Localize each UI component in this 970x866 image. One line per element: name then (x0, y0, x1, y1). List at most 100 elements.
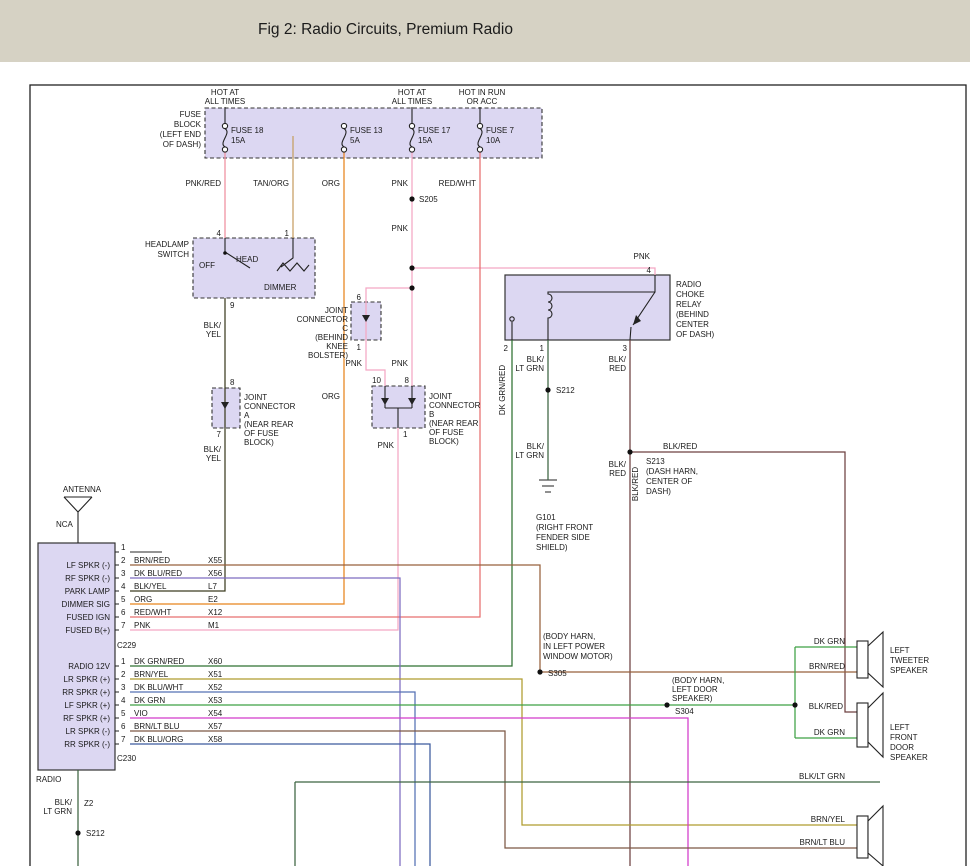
radio-pin-function: RF SPKR (-) (65, 574, 110, 583)
splice-label-s213: S213 (646, 457, 665, 466)
wire-name: DK BLU/ORG (134, 735, 183, 744)
joint-connector-c-label: (BEHIND (315, 333, 348, 342)
fuse7-element (477, 128, 483, 148)
radio-pin-function: RF SPKR (+) (63, 714, 110, 723)
splice-label-s212: S212 (556, 386, 575, 395)
fuse17-top (408, 122, 416, 130)
joint-connector-a-label: BLOCK) (244, 438, 274, 447)
wire-label: RED/WHT (439, 179, 476, 188)
speaker-magnet (856, 702, 869, 748)
pin-number: 4 (217, 229, 222, 238)
joint-connector-c-label: JOINT (325, 306, 348, 315)
wire-red-wht (130, 152, 481, 618)
speaker-magnet (856, 640, 869, 679)
headlamp-switch-box (192, 237, 316, 299)
fuse-rating: 15A (231, 136, 246, 145)
relay-label: RELAY (676, 300, 702, 309)
antenna-nca-label: NCA (56, 520, 74, 529)
wire-dk-blu-wht (130, 691, 416, 866)
fuse-block-label: BLOCK (174, 120, 202, 129)
connector-c-terminal (362, 315, 370, 322)
pin-number: 4 (121, 582, 126, 591)
splice-s213-dot (627, 449, 633, 455)
hot-label: HOT AT (211, 88, 239, 97)
joint-connector-a-label: (NEAR REAR (244, 420, 294, 429)
hot-label: OR ACC (467, 97, 498, 106)
fuse-block-label: (LEFT END (160, 130, 201, 139)
circuit-code: X58 (208, 735, 223, 744)
splice-label-s304: SPEAKER) (672, 694, 713, 703)
relay-label: OF DASH) (676, 330, 715, 339)
relay-contact (509, 316, 515, 322)
wire-dk-grn (130, 646, 857, 739)
wire-label: YEL (206, 330, 222, 339)
connector-label-c230: C230 (117, 754, 137, 763)
fuse13-bottom (340, 146, 348, 153)
splice-s205-dot (409, 196, 415, 202)
radio-pin-ticks (115, 551, 119, 745)
ground-label-g101: (RIGHT FRONT (536, 523, 593, 532)
figure-title-bar: Fig 2: Radio Circuits, Premium Radio (0, 0, 970, 62)
circuit-code: X53 (208, 696, 223, 705)
radio-pin-function: RADIO 12V (68, 662, 110, 671)
splice-label-s305: IN LEFT POWER (543, 642, 605, 651)
wire-name: BLK/YEL (134, 582, 167, 591)
wire-label: PNK (392, 359, 409, 368)
wire-label: BLK/LT GRN (799, 772, 845, 781)
headlamp-switch-label: SWITCH (157, 250, 189, 259)
speaker-cone (867, 691, 884, 759)
wire-label: PNK/RED (185, 179, 221, 188)
hot-label: ALL TIMES (392, 97, 432, 106)
pin-number: 1 (285, 229, 290, 238)
hot-label: HOT AT (398, 88, 426, 97)
radio-pin-function: LR SPKR (-) (66, 727, 111, 736)
circuit-code: X57 (208, 722, 223, 731)
joint-connector-a-box (211, 387, 241, 429)
circuit-code: E2 (208, 595, 218, 604)
wire-name: DK GRN/RED (134, 657, 184, 666)
fuse-label: FUSE 13 (350, 126, 383, 135)
speaker-label: LEFT (890, 646, 910, 655)
wire-name: BRN/YEL (134, 670, 169, 679)
wire-label: DK GRN (814, 637, 845, 646)
circuit-code: L7 (208, 582, 217, 591)
splice-s304-dot (664, 702, 670, 708)
circuit-code: X55 (208, 556, 223, 565)
pin-number: 9 (230, 301, 235, 310)
wire-label: BLK/ (204, 321, 222, 330)
wire-label: DK GRN (814, 728, 845, 737)
fuse-label: FUSE 18 (231, 126, 264, 135)
pin-number: 1 (357, 343, 362, 352)
splice-label-s213: (DASH HARN, (646, 467, 698, 476)
fuse-rating: 5A (350, 136, 360, 145)
wire-label: PNK (346, 359, 363, 368)
speaker-label: LEFT (890, 723, 910, 732)
fuse13-top (340, 122, 348, 130)
splice-label-s305: (BODY HARN, (543, 632, 595, 641)
wire-blk-yel (130, 298, 226, 592)
splice-label-s205: S205 (419, 195, 438, 204)
left-tweeter-speaker-icon (856, 630, 884, 689)
wire-label-vertical: DK GRN/RED (498, 365, 507, 415)
ground-label-g101: FENDER SIDE (536, 533, 590, 542)
fuse-symbols (221, 122, 484, 153)
antenna-symbol (63, 496, 93, 543)
wire-label: RED (609, 469, 626, 478)
circuit-code: X60 (208, 657, 223, 666)
speaker-label: TWEETER (890, 656, 929, 665)
speaker-cone (867, 804, 884, 866)
hot-label: ALL TIMES (205, 97, 245, 106)
diagram-border (29, 84, 967, 866)
wire-dk-grn-red (130, 340, 513, 667)
pin-number: 6 (121, 608, 126, 617)
pin-number: 3 (623, 344, 628, 353)
fuse7-bottom (476, 146, 484, 153)
joint-connector-a-label: CONNECTOR (244, 402, 296, 411)
joint-connector-b-label: JOINT (429, 392, 452, 401)
wire-label-vertical: BLK/RED (631, 467, 640, 501)
pin-number: 3 (121, 569, 126, 578)
wire-label: BRN/RED (809, 662, 845, 671)
joint-connector-b-label: OF FUSE (429, 428, 464, 437)
speaker-label: FRONT (890, 733, 918, 742)
splice-label-s304: (BODY HARN, (672, 676, 724, 685)
